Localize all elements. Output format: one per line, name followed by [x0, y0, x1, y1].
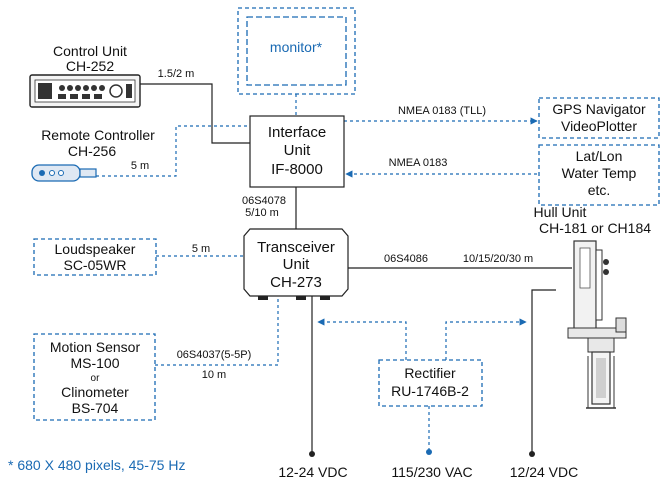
clinometer-name: Clinometer: [61, 384, 129, 400]
latlon-source: NMEA 0183 Lat/Lon Water Temp etc.: [389, 144, 660, 206]
latlon-line1: Lat/Lon: [576, 148, 623, 164]
footnote: * 680 X 480 pixels, 45-75 Hz: [8, 457, 185, 473]
rectifier-ac-terminal: [426, 449, 432, 455]
control-unit: Control Unit CH-252 1.5/2 m: [29, 43, 195, 108]
power-middle-label: 115/230 VAC: [391, 464, 472, 480]
rectifier: Rectifier RU-1746B-2: [378, 359, 483, 407]
latlon-line2: Water Temp: [562, 165, 637, 181]
transceiver-line3: CH-273: [270, 274, 322, 291]
hull-cable-code: 06S4086: [384, 253, 428, 265]
interface-cable-length: 5/10 m: [245, 207, 279, 219]
remote-controller-cable: [96, 125, 250, 177]
hull-unit: Hull Unit CH-181 or CH184: [534, 204, 651, 409]
gps-line2: VideoPlotter: [561, 118, 637, 134]
monitor: monitor*: [237, 7, 356, 95]
loudspeaker: Loudspeaker SC-05WR 5 m: [33, 238, 210, 276]
interface-unit-line1: Interface: [268, 124, 326, 141]
transceiver-unit: Transceiver Unit CH-273: [243, 228, 349, 300]
loudspeaker-name: Loudspeaker: [55, 241, 136, 257]
remote-controller-cable-length: 5 m: [131, 160, 149, 172]
transceiver-power-terminal: [309, 451, 315, 457]
gps-line1: GPS Navigator: [552, 101, 646, 117]
hull-unit-icon: [567, 240, 627, 409]
interface-unit-line3: IF-8000: [271, 161, 323, 178]
hull-unit-name: Hull Unit: [534, 204, 587, 220]
motion-sensor-name: Motion Sensor: [50, 339, 141, 355]
hull-unit-model: CH-181 or CH184: [539, 220, 651, 236]
interface-cable-code: 06S4078: [242, 195, 286, 207]
clinometer-model: BS-704: [72, 400, 119, 416]
rectifier-right-link: [445, 318, 527, 360]
motion-sensor-cable-length: 10 m: [202, 369, 226, 381]
motion-sensor-or: or: [91, 373, 101, 384]
hull-power-terminal: [529, 451, 535, 457]
power-right-label: 12/24 VDC: [510, 464, 578, 480]
connections: [96, 83, 572, 457]
motion-sensor: Motion Sensor MS-100 or Clinometer BS-70…: [33, 333, 252, 421]
rectifier-left-link: [317, 318, 407, 360]
latlon-cable-label: NMEA 0183: [389, 157, 448, 169]
control-unit-cable-length: 1.5/2 m: [158, 68, 195, 80]
remote-controller: Remote Controller CH-256 5 m: [31, 127, 155, 182]
interface-unit-line2: Unit: [284, 142, 312, 159]
loudspeaker-model: SC-05WR: [63, 257, 126, 273]
rectifier-model: RU-1746B-2: [391, 383, 469, 399]
loudspeaker-cable-length: 5 m: [192, 243, 210, 255]
motion-sensor-model: MS-100: [70, 355, 119, 371]
monitor-label: monitor*: [270, 39, 323, 55]
gps-cable-label: NMEA 0183 (TLL): [398, 105, 486, 117]
hull-power-line: [531, 289, 556, 452]
gps-navigator: NMEA 0183 (TLL) GPS Navigator VideoPlott…: [398, 97, 660, 139]
motion-sensor-cable: [155, 296, 279, 366]
power-left-label: 12-24 VDC: [278, 464, 347, 480]
interface-unit: Interface Unit IF-8000: [249, 115, 345, 188]
hull-cable-length: 10/15/20/30 m: [463, 253, 533, 265]
control-unit-name: Control Unit: [53, 43, 127, 59]
remote-controller-model: CH-256: [68, 143, 116, 159]
latlon-line3: etc.: [588, 182, 611, 198]
transceiver-line1: Transceiver: [257, 239, 335, 256]
motion-sensor-cable-code: 06S4037(5-5P): [177, 349, 252, 361]
control-unit-model: CH-252: [66, 58, 114, 74]
control-unit-cable: [140, 83, 250, 144]
remote-controller-name: Remote Controller: [41, 127, 155, 143]
remote-controller-icon: [31, 164, 97, 182]
control-unit-icon: [29, 74, 141, 108]
transceiver-line2: Unit: [283, 256, 311, 273]
rectifier-name: Rectifier: [404, 365, 456, 381]
